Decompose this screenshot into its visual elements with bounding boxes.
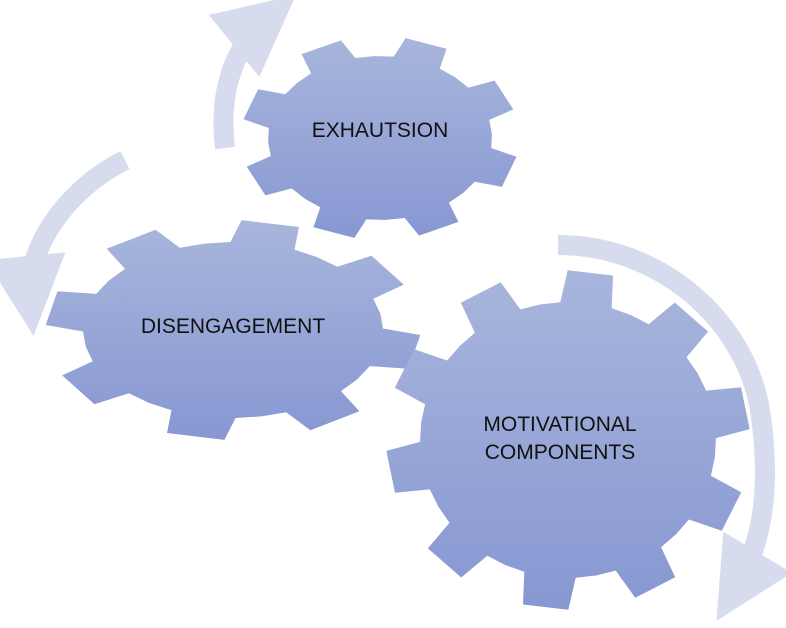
cycle-arrow-left <box>0 151 130 336</box>
disengagement-label: DISENGAGEMENT <box>141 315 326 338</box>
cycle-arrow-right <box>557 235 786 621</box>
motivational-label-line2: COMPONENTS <box>485 441 636 464</box>
gear-motivational-components <box>386 270 750 610</box>
gear-disengagement <box>45 220 421 440</box>
exhaustion-label: EXHAUTSION <box>312 119 449 142</box>
cycle-arrow-top <box>208 0 296 150</box>
gear-exhaustion <box>243 38 517 238</box>
motivational-label-line1: MOTIVATIONAL <box>483 413 636 436</box>
